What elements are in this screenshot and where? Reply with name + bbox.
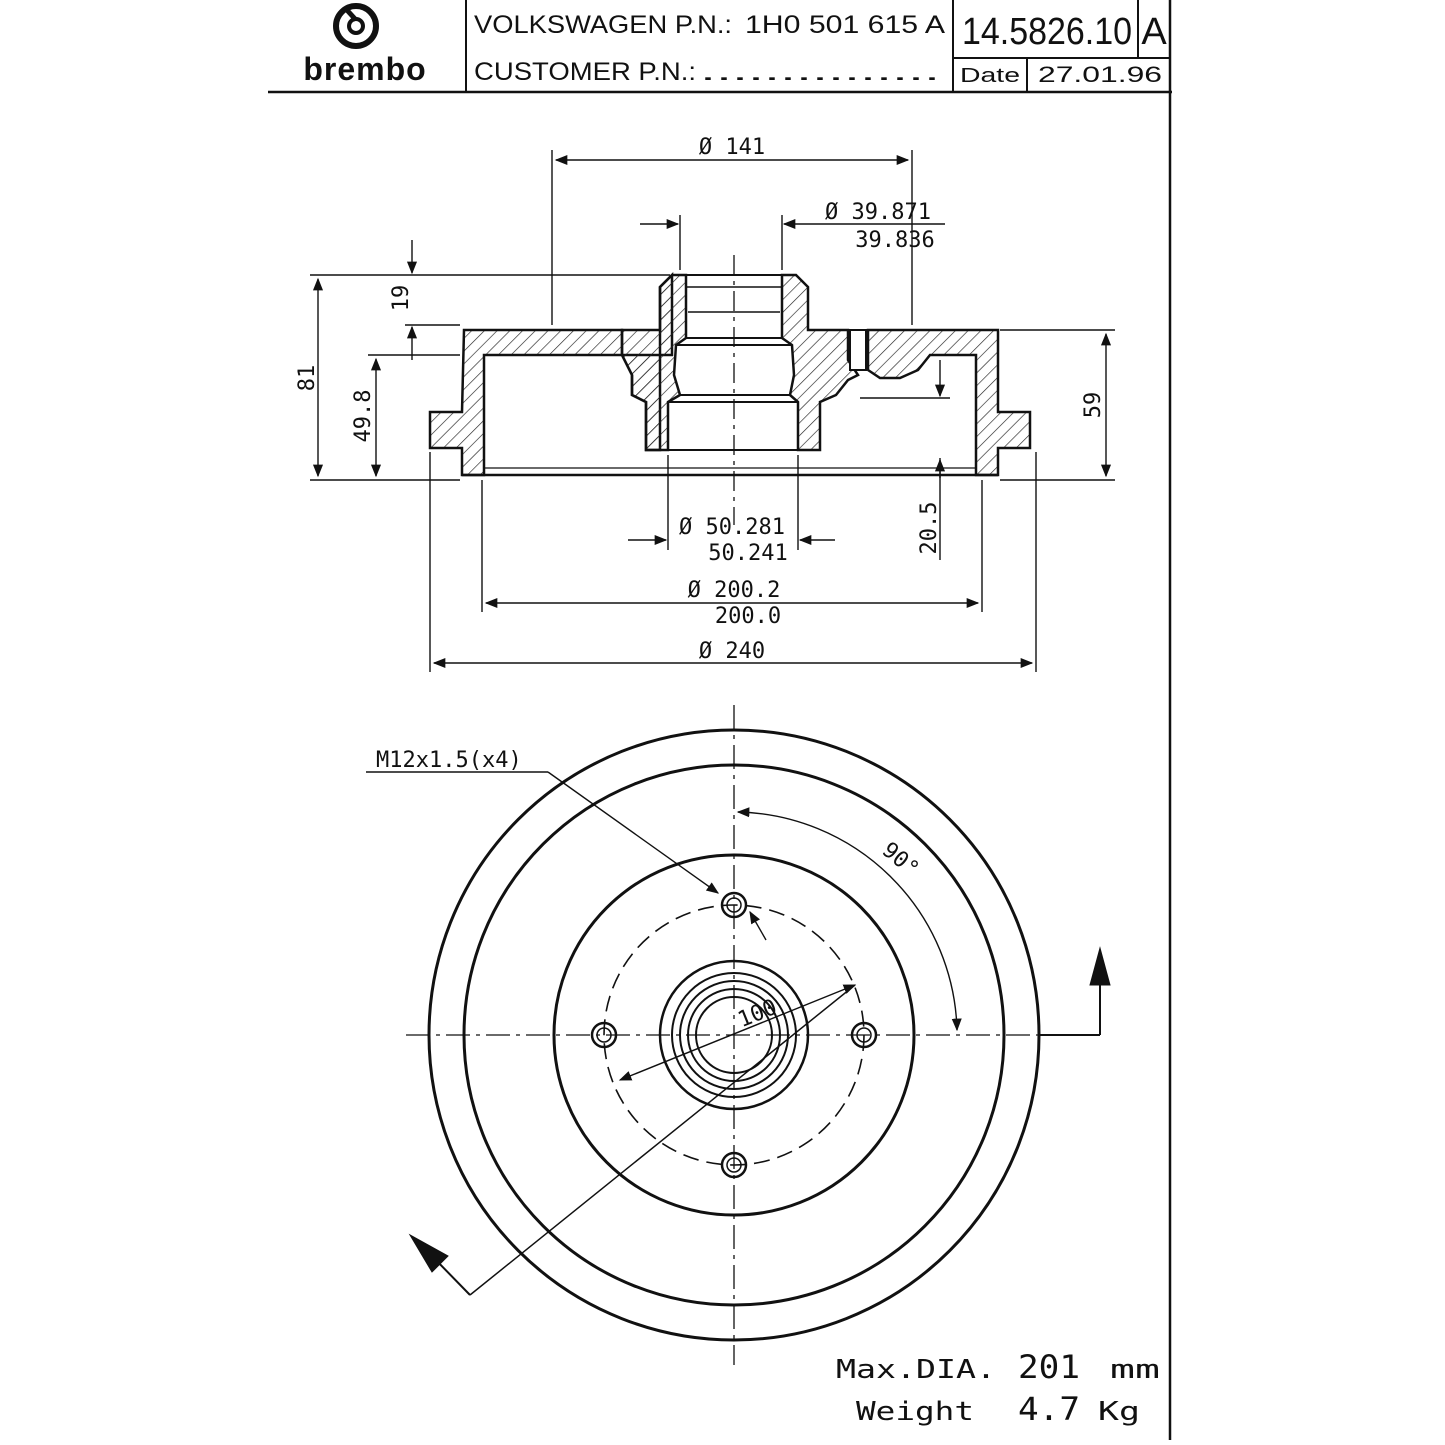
hub-section-left xyxy=(620,273,688,452)
specs-block: Max.DIA. 201 mm Weight 4.7 Kg xyxy=(836,1348,1160,1428)
drum-section-right xyxy=(866,328,1032,477)
dim-d50-lower: 50.241 xyxy=(708,541,787,566)
customer-pn-label: CUSTOMER P.N.: xyxy=(474,58,696,86)
weight-value: 4.7 xyxy=(1018,1390,1080,1428)
customer-pn-value: ............... xyxy=(700,58,940,86)
max-dia-unit: mm xyxy=(1110,1355,1160,1385)
section-dim-labels: Ø 141 Ø 39.871 39.836 19 81 49.8 59 20.5… xyxy=(295,135,1106,664)
max-dia-label: Max.DIA. xyxy=(836,1355,996,1385)
date-value: 27.01.96 xyxy=(1038,62,1162,87)
title-block xyxy=(268,0,1172,1440)
section-view xyxy=(428,255,1032,525)
revision: A xyxy=(1141,11,1167,53)
dim-d240: Ø 240 xyxy=(699,639,765,664)
brand-text: brembo xyxy=(303,51,426,87)
section-dimensions xyxy=(310,150,1115,672)
date-label: Date xyxy=(960,65,1020,87)
dim-h49-8: 49.8 xyxy=(351,390,376,443)
pcd-label: 100 xyxy=(734,995,780,1033)
dim-d50-upper: Ø 50.281 xyxy=(679,515,785,540)
dim-d39-lower: 39.836 xyxy=(855,228,934,253)
dim-h20-5: 20.5 xyxy=(917,502,942,555)
dim-h81: 81 xyxy=(295,365,320,392)
dim-d200-upper: Ø 200.2 xyxy=(688,578,781,603)
weight-unit: Kg xyxy=(1098,1397,1140,1427)
vw-pn-label: VOLKSWAGEN P.N.: xyxy=(474,11,732,39)
dim-h19: 19 xyxy=(389,285,414,312)
weight-label: Weight xyxy=(856,1397,974,1427)
max-dia-value: 201 xyxy=(1018,1348,1080,1386)
dim-d39-upper: Ø 39.871 xyxy=(825,200,931,225)
dim-d200-lower: 200.0 xyxy=(715,604,781,629)
angle-label: 90° xyxy=(877,838,924,883)
front-view xyxy=(366,705,1111,1365)
dim-d141: Ø 141 xyxy=(699,135,765,160)
dim-h59: 59 xyxy=(1081,392,1106,419)
brembo-logo: brembo xyxy=(303,3,426,87)
thread-label: M12x1.5(x4) xyxy=(376,748,522,773)
hub-section-right xyxy=(780,273,860,452)
vw-pn-value: 1H0 501 615 A xyxy=(745,11,945,39)
part-number: 14.5826.10 xyxy=(962,11,1132,53)
